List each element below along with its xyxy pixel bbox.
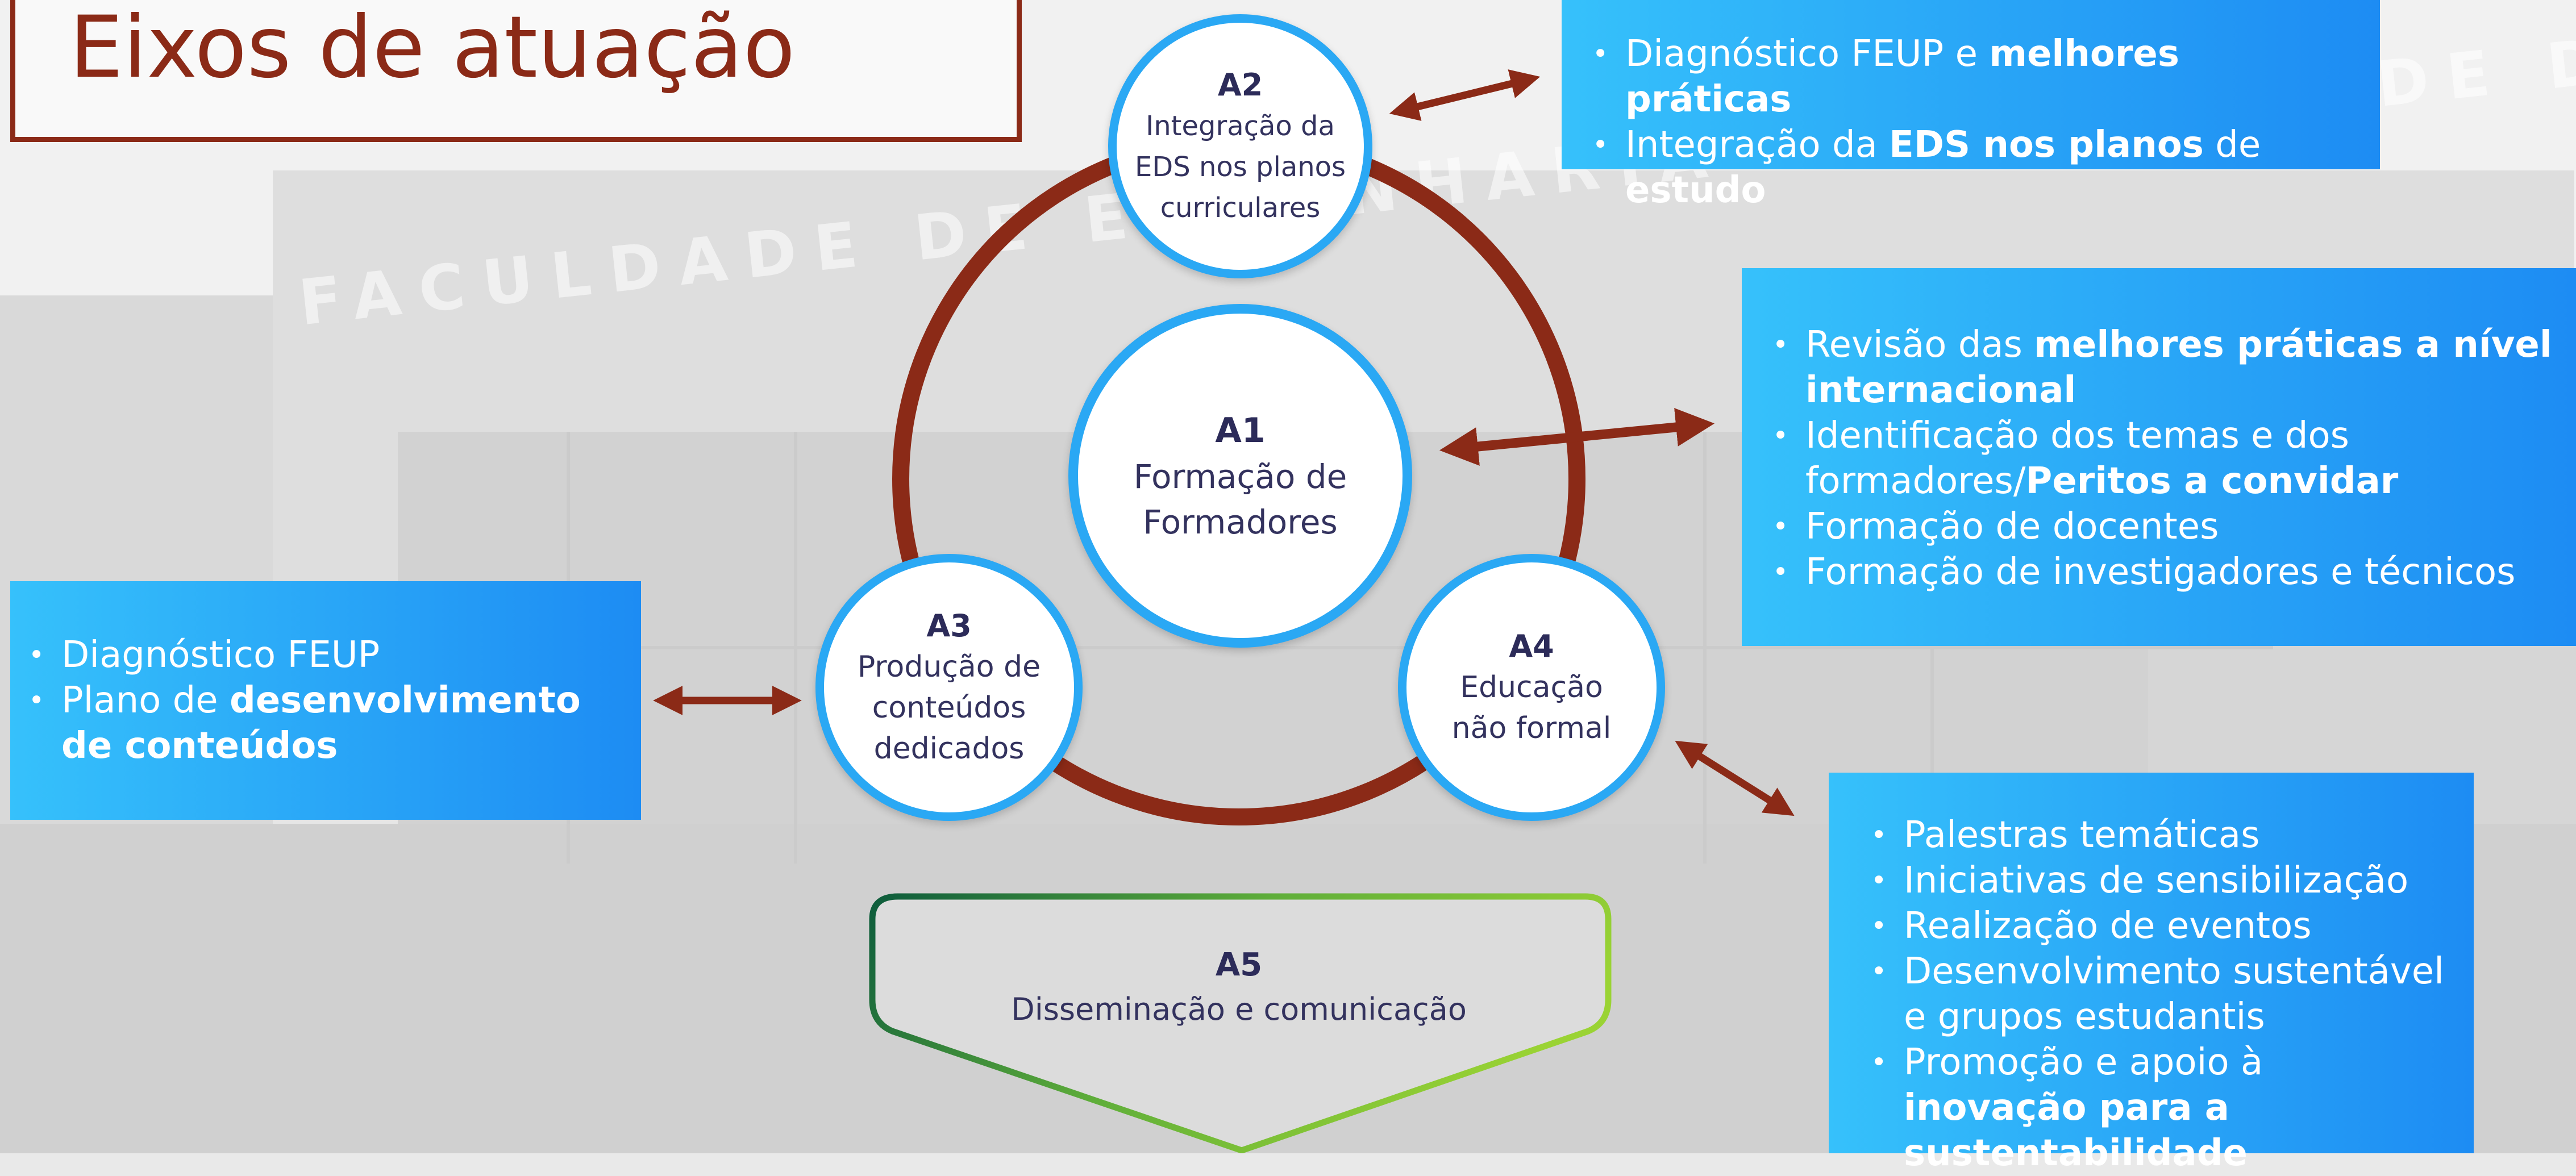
node-a2-code: A2 [1217, 66, 1263, 103]
bullet-text-bold: EDS nos planos [1889, 124, 2204, 166]
bullet-text: Iniciativas de sensibilização [1904, 860, 2409, 902]
node-a3-code: A3 [926, 608, 972, 644]
bullet-text: de [2203, 124, 2261, 166]
bullet-text: Identificação dos temas e dos formadores… [1805, 415, 2349, 502]
bullet-item: Iniciativas de sensibilização [1863, 858, 2457, 903]
bullet-item: Integração da EDS nos planos de estudo [1584, 122, 2357, 213]
node-a4-label: Educação não formal [1451, 670, 1612, 745]
info-box-a4: Palestras temáticasIniciativas de sensib… [1829, 773, 2474, 1174]
title-frame: Eixos de atuação [10, 0, 1022, 142]
info-box-a3: Diagnóstico FEUPPlano de desenvolvimento… [10, 581, 641, 820]
bullet-text-bold: desenvolvimento de conteúdos [61, 679, 581, 767]
info-box-a1: Revisão das melhores práticas a nível in… [1742, 268, 2576, 646]
node-a1-label: Formação de Formadores [1133, 457, 1347, 541]
bullet-text-bold: estudo [1625, 169, 1766, 211]
bullet-text: Realização de eventos [1904, 905, 2312, 947]
node-a5-label: Disseminação e comunicação [1011, 991, 1467, 1027]
bullet-text: Desenvolvimento sustentável e grupos est… [1904, 950, 2444, 1038]
bullet-item: Formação de investigadores e técnicos [1765, 549, 2553, 595]
node-a5-code: A5 [1215, 946, 1263, 983]
bullet-item: Diagnóstico FEUP e melhores práticas [1584, 31, 2357, 122]
bullet-item: Promoção e apoio à inovação para a suste… [1863, 1040, 2457, 1176]
node-a1-code: A1 [1215, 410, 1266, 451]
node-a4: A4 Educação não formal [1398, 554, 1665, 821]
info-box-a2: Diagnóstico FEUP e melhores práticasInte… [1562, 0, 2380, 211]
bullet-text: Promoção e apoio à [1904, 1041, 2263, 1083]
bullet-text: Palestras temáticas [1904, 814, 2260, 856]
bullet-item: Diagnóstico FEUP [20, 632, 618, 678]
bullet-item: Identificação dos temas e dos formadores… [1765, 413, 2553, 504]
node-a2-label: Integração da EDS nos planos curriculare… [1134, 110, 1346, 224]
bullet-item: Formação de docentes [1765, 504, 2553, 549]
node-a4-code: A4 [1509, 628, 1554, 664]
bullet-text-bold: Peritos a convidar [2025, 460, 2399, 502]
node-a5: A5 Disseminação e comunicação [875, 943, 1603, 1032]
bullet-text: Plano de [61, 679, 230, 722]
bullet-text-bold: melhores práticas [1625, 33, 2179, 120]
bullet-item: Desenvolvimento sustentável e grupos est… [1863, 949, 2457, 1040]
bullet-text-bold: melhores práticas a nível internacional [1805, 324, 2552, 411]
bullet-text: Diagnóstico FEUP [61, 634, 380, 676]
bullet-text: Revisão das [1805, 324, 2034, 366]
arrow-a1 [1439, 408, 1715, 466]
node-a2: A2 Integração da EDS nos planos curricul… [1108, 14, 1372, 278]
node-a3-label: Produção de conteúdos dedicados [857, 650, 1041, 766]
arrow-a2 [1389, 69, 1541, 121]
bullet-text: Formação de docentes [1805, 506, 2219, 548]
arrow-a4 [1675, 740, 1795, 816]
node-a1: A1 Formação de Formadores [1068, 304, 1412, 648]
page-title: Eixos de atuação [69, 0, 796, 97]
bullet-text-bold: inovação para a sustentabilidade [1904, 1087, 2248, 1174]
bullet-text: Diagnóstico FEUP e [1625, 33, 1990, 75]
node-a3: A3 Produção de conteúdos dedicados [815, 554, 1083, 821]
bullet-text: Formação de investigadores e técnicos [1805, 551, 2516, 593]
bullet-item: Plano de desenvolvimento de conteúdos [20, 678, 618, 769]
bullet-item: Realização de eventos [1863, 903, 2457, 949]
bullet-text: Integração da [1625, 124, 1890, 166]
bullet-item: Palestras temáticas [1863, 812, 2457, 858]
a5-shape [869, 893, 1612, 1153]
bullet-item: Revisão das melhores práticas a nível in… [1765, 322, 2553, 413]
